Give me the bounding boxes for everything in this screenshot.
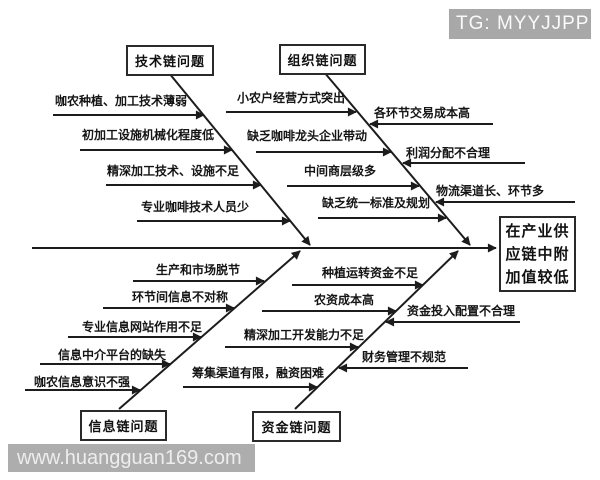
cause-label: 咖农种植、加工技术薄弱	[55, 94, 188, 108]
cause-label: 环节间信息不对称	[132, 290, 229, 304]
cause-label: 缺乏统一标准及规划	[322, 196, 431, 210]
cause-label: 小农户经营方式突出	[237, 91, 346, 105]
cause-label: 缺乏咖啡龙头企业带动	[247, 129, 368, 143]
fund-spine	[294, 250, 459, 410]
cause-label: 各环节交易成本高	[374, 106, 471, 120]
watermark-bottom: www.huangguan169.com	[8, 444, 255, 472]
cause-label: 生产和市场脱节	[156, 263, 241, 277]
cause-label: 咖农信息意识不强	[34, 375, 131, 389]
effect-line: 应链中附	[505, 245, 570, 263]
cause-label: 中间商层级多	[304, 164, 377, 178]
cause-label: 资金投入配置不合理	[407, 304, 516, 318]
cause-label: 专业信息网站作用不足	[82, 320, 203, 334]
cause-label: 精深加工开发能力不足	[244, 328, 365, 342]
cause-label: 农资成本高	[314, 293, 375, 307]
cause-label: 种植运转资金不足	[322, 266, 419, 280]
cause-label: 利润分配不合理	[406, 146, 491, 160]
category-box-info: 信息链问题	[80, 410, 167, 441]
cause-label: 专业咖啡技术人员少	[141, 200, 250, 214]
cause-label: 物流渠道长、环节多	[436, 184, 545, 198]
cause-label: 初加工设施机械化程度低	[82, 128, 215, 142]
effect-box: 在产业供 应链中附 加值较低	[499, 216, 576, 292]
cause-label: 财务管理不规范	[362, 350, 447, 364]
watermark-top-right: TG: MYYJJPP	[449, 9, 591, 39]
category-box-org: 组织链问题	[279, 44, 366, 75]
category-box-fund: 资金链问题	[252, 411, 341, 442]
cause-label: 筹集渠道有限，融资困难	[192, 366, 325, 380]
tech-spine	[168, 72, 311, 246]
cause-label: 信息中介平台的缺失	[58, 348, 167, 362]
effect-line: 在产业供	[505, 222, 570, 240]
cause-label: 精深加工技术、设施不足	[107, 164, 240, 178]
info-spine	[118, 250, 301, 410]
category-box-tech: 技术链问题	[126, 45, 214, 76]
effect-line: 加值较低	[505, 268, 570, 286]
